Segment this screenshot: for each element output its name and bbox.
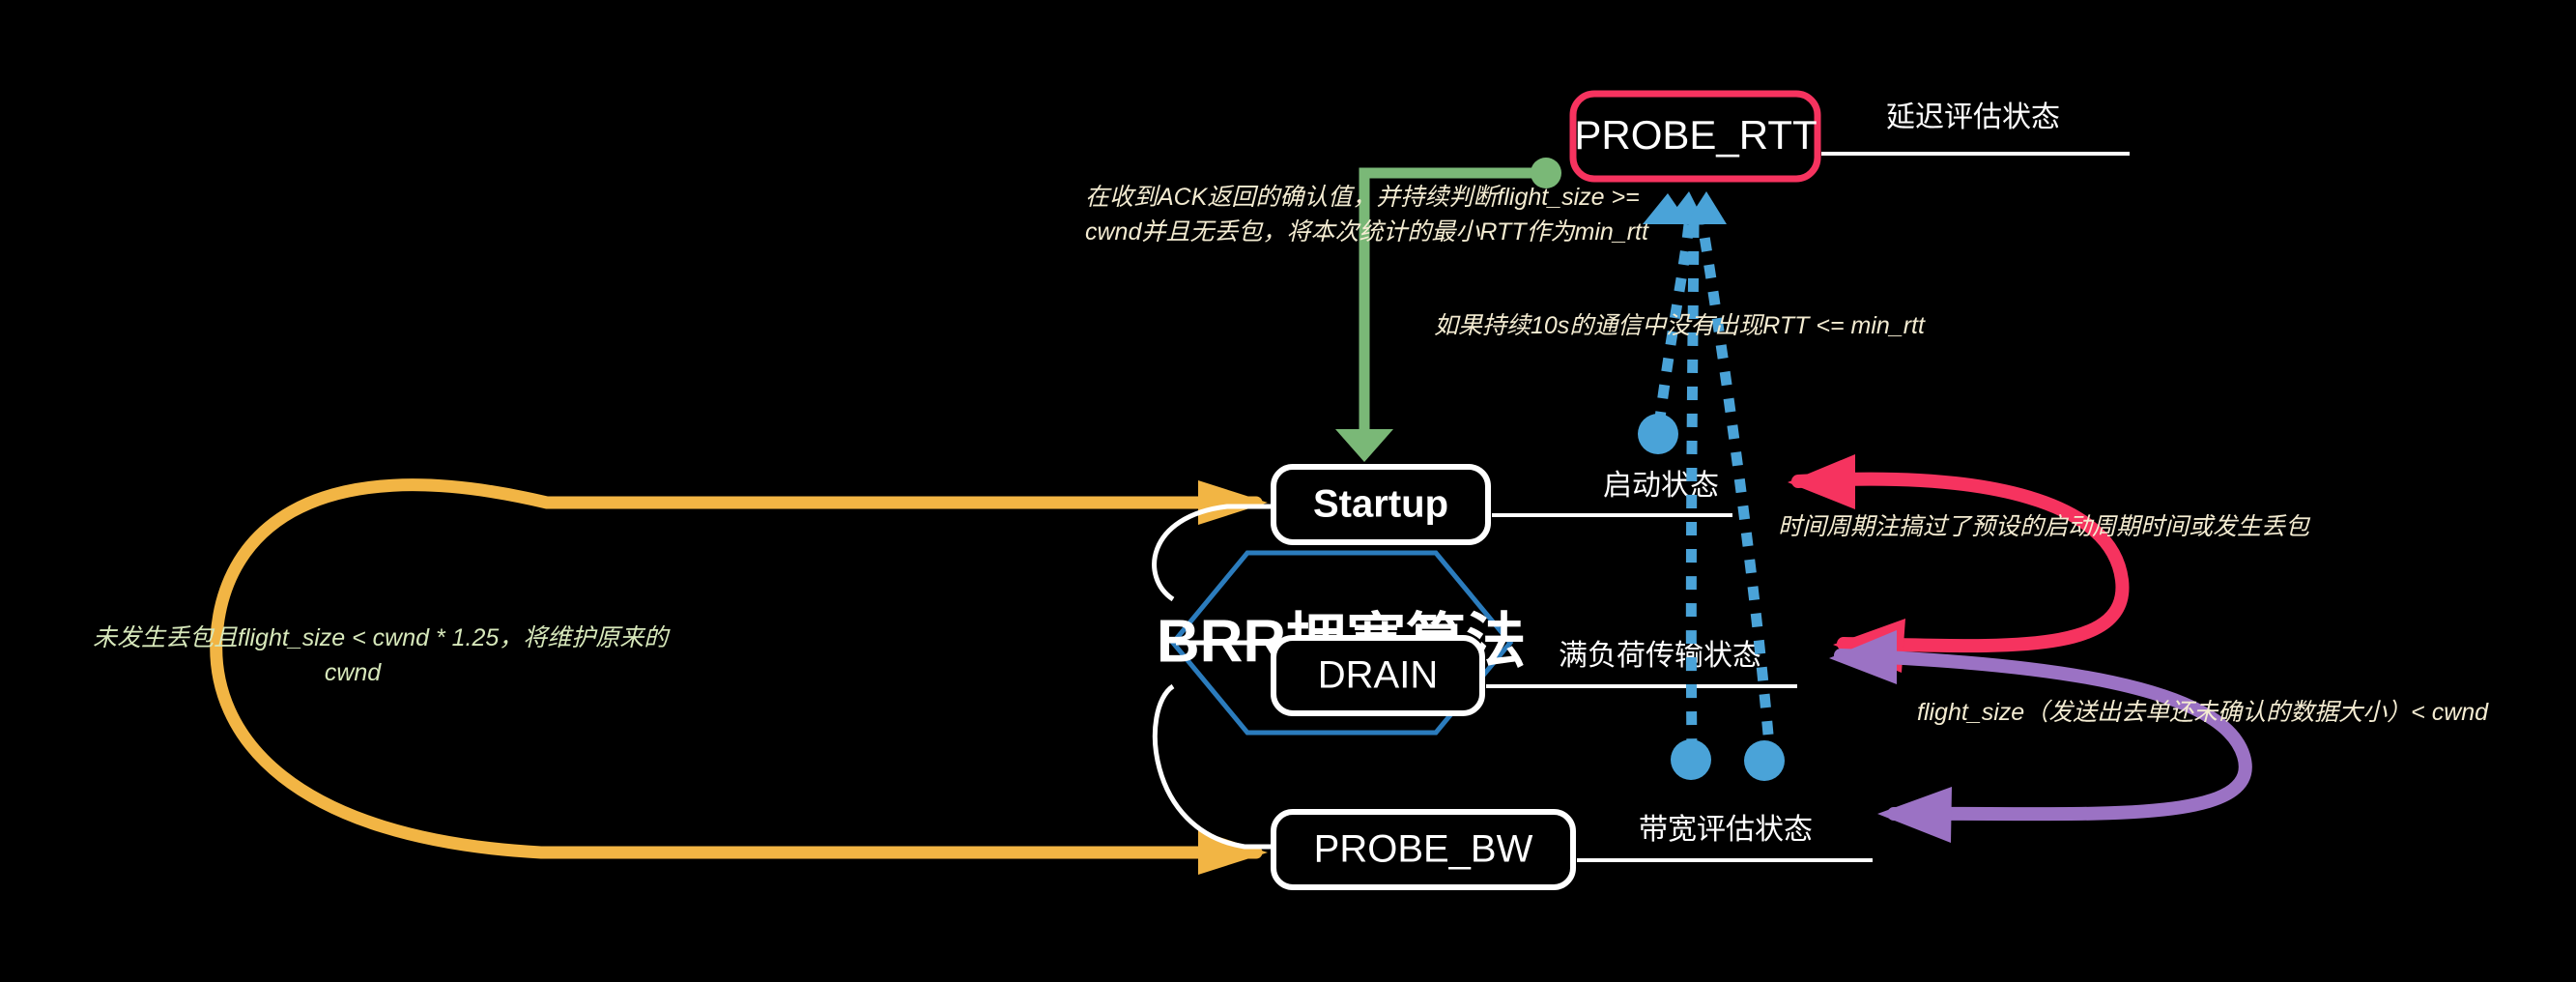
ack-min-rtt-note-line2: cwnd并且无丢包，将本次统计的最小RTT作为min_rtt: [1085, 218, 1649, 246]
probe-rtt-branch-label: 延迟评估状态: [1886, 101, 2060, 133]
probe-bw-box[interactable]: [1271, 809, 1576, 890]
ack-min-rtt-note-line1: 在收到ACK返回的确认值，并持续判断flight_size >=: [1085, 184, 1640, 211]
probe-bw-label: PROBE_BW: [1314, 828, 1533, 871]
startup-label: Startup: [1313, 483, 1448, 526]
keep-cwnd-note-line1: 未发生丢包且flight_size < cwnd * 1.25，将维护原来的: [93, 624, 671, 651]
probe-bw-branch-label: 带宽评估状态: [1639, 814, 1813, 846]
pink-arrowhead-startup: [1788, 454, 1855, 509]
purple-edge-path: [1834, 649, 2252, 822]
blue-origin-dot-probebw: [1744, 740, 1785, 781]
blue-origin-dot-startup: [1638, 414, 1678, 454]
keep-cwnd-note-line2: cwnd: [325, 659, 382, 686]
drain-box[interactable]: [1271, 635, 1485, 716]
blue-origin-dot-drain: [1671, 739, 1711, 780]
branch-to-startup: [1152, 504, 1275, 602]
blue-arrowhead-c: [1643, 193, 1689, 224]
state-node-startup[interactable]: Startup 启动状态: [1271, 464, 1732, 545]
green-edge-arrowhead: [1335, 429, 1393, 462]
green-edge-path: [1359, 167, 1546, 433]
blue-dotted-edges: [1638, 191, 1785, 781]
edge-note-orange: 未发生丢包且flight_size < cwnd * 1.25，将维护原来的 c…: [93, 624, 671, 686]
drain-branch-label: 满负荷传输状态: [1559, 640, 1761, 672]
state-node-probe-bw[interactable]: PROBE_BW 带宽评估状态: [1271, 809, 1873, 890]
orange-arrowhead-probebw: [1198, 830, 1268, 875]
blue-arrowhead-b: [1685, 191, 1727, 224]
green-edge-origin-dot: [1531, 158, 1561, 188]
pink-edge-path: [1791, 472, 2130, 653]
branch-to-probebw: [1152, 683, 1295, 850]
probe-rtt-label: PROBE_RTT: [1574, 112, 1817, 158]
blue-dotted-path-drain: [1685, 223, 1700, 753]
startup-box[interactable]: [1271, 464, 1491, 545]
state-node-drain[interactable]: DRAIN 满负荷传输状态: [1271, 635, 1797, 716]
rtt-timeout-note: 如果持续10s的通信中没有出现RTT <= min_rtt: [1434, 312, 1926, 339]
blue-dotted-path-probebw: [1697, 223, 1774, 736]
purple-arrowhead-probebw: [1877, 787, 1952, 843]
orange-edge-path: [210, 478, 1263, 859]
state-node-probe-rtt[interactable]: PROBE_RTT 延迟评估状态: [1569, 90, 2130, 183]
drain-label: DRAIN: [1318, 654, 1438, 697]
hexagon-branches: [1152, 504, 1295, 850]
probe-rtt-box[interactable]: [1569, 90, 1821, 183]
purple-arrowhead-drain: [1829, 630, 1897, 684]
blue-dotted-path-startup: [1653, 223, 1695, 426]
edge-note-green: 在收到ACK返回的确认值，并持续判断flight_size >= cwnd并且无…: [1085, 184, 1649, 246]
pink-edge-loop: [1788, 454, 2130, 673]
startup-timeout-note: 时间周期注搞过了预设的启动周期时间或发生丢包: [1778, 513, 2311, 540]
purple-edge-loop: [1829, 630, 2252, 843]
green-edge-probe-rtt-to-startup: [1335, 158, 1561, 462]
orange-arrowhead-startup: [1198, 480, 1268, 525]
orange-feedback-edge: [210, 478, 1268, 875]
startup-branch-label: 启动状态: [1603, 470, 1719, 502]
flight-size-note: flight_size（发送出去单还未确认的数据大小）< cwnd: [1917, 699, 2489, 726]
